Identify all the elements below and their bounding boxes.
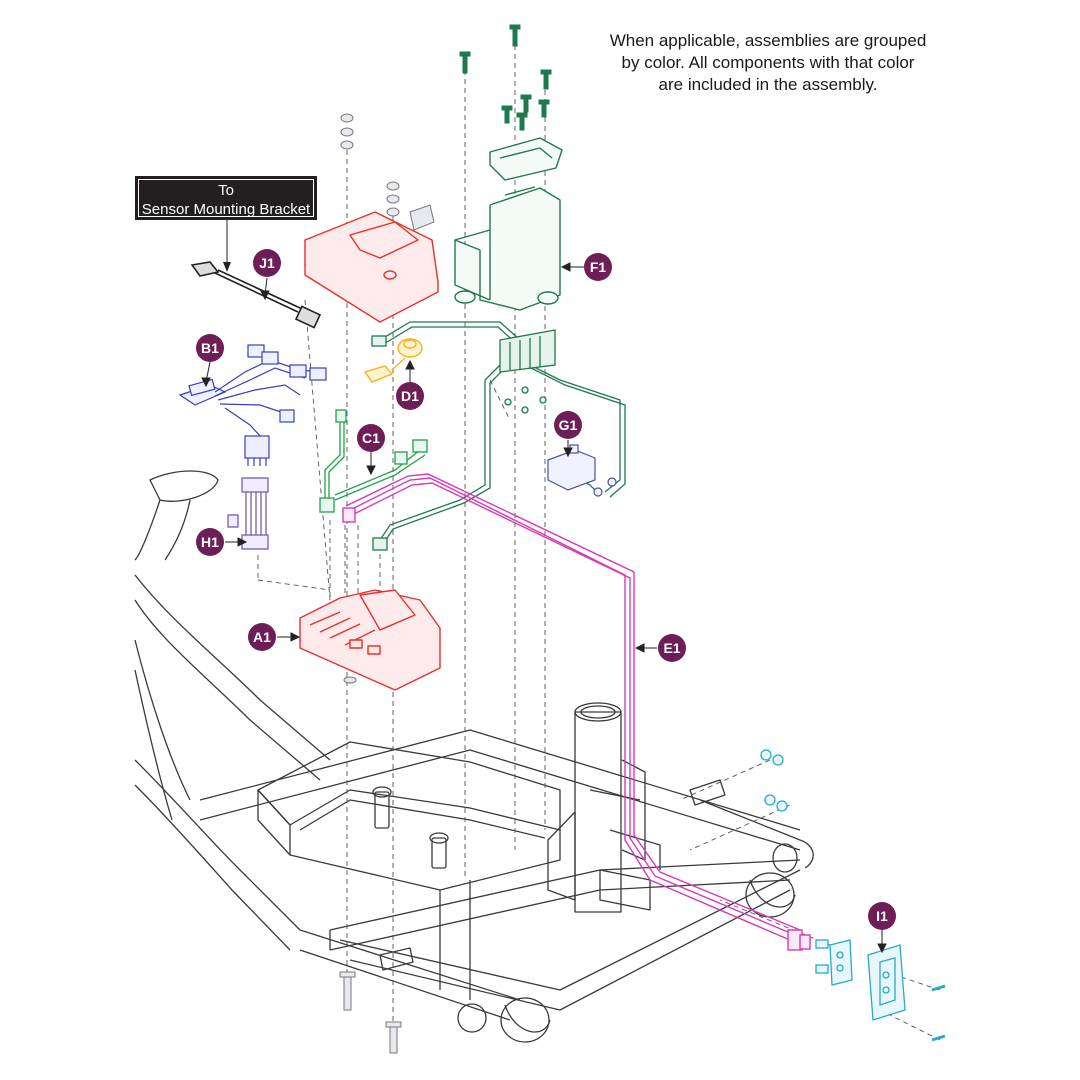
badge-h1: H1 — [196, 528, 224, 556]
badge-a1: A1 — [248, 623, 276, 651]
screws-f1 — [459, 24, 552, 131]
harness-c1 — [319, 409, 428, 513]
badge-e1: E1 — [658, 634, 686, 662]
badge-c1: C1 — [357, 424, 385, 452]
leader-lines — [201, 262, 887, 954]
badge-j1-label: J1 — [259, 255, 275, 271]
badge-c1-label: C1 — [362, 430, 380, 446]
upper-housing — [304, 211, 439, 323]
harness-h1 — [227, 477, 269, 550]
cover-f1 — [454, 137, 563, 311]
badge-b1-label: B1 — [201, 340, 219, 356]
badge-a1-label: A1 — [253, 629, 271, 645]
badge-g1: G1 — [554, 411, 582, 439]
badge-b1: B1 — [196, 334, 224, 362]
badge-i1-label: I1 — [876, 908, 888, 924]
badge-d1: D1 — [396, 382, 424, 410]
chassis-frame — [134, 470, 814, 1043]
callout-line-1: To — [218, 182, 234, 199]
fuse-d1 — [363, 338, 423, 383]
note-line-1: When applicable, assemblies are grouped — [609, 31, 927, 50]
color-grouping-note: When applicable, assemblies are grouped … — [588, 30, 948, 96]
harness-b1 — [178, 344, 327, 466]
bracket-i1 — [760, 749, 946, 1042]
badge-f1: F1 — [584, 253, 612, 281]
badge-j1: J1 — [253, 249, 281, 277]
harness-j1 — [190, 220, 322, 329]
badge-h1-label: H1 — [201, 534, 219, 550]
switch-g1 — [547, 444, 617, 497]
callout-line-2: Sensor Mounting Bracket — [141, 201, 311, 218]
badge-e1-label: E1 — [663, 640, 680, 656]
note-line-3: are included in the assembly. — [658, 75, 878, 94]
badge-g1-label: G1 — [559, 417, 578, 433]
badge-i1: I1 — [868, 902, 896, 930]
badge-d1-label: D1 — [401, 388, 419, 404]
badge-f1-label: F1 — [590, 259, 607, 275]
note-line-2: by color. All components with that color — [621, 53, 915, 72]
sensor-bracket-callout: To Sensor Mounting Bracket — [135, 176, 317, 220]
controller-a1 — [299, 589, 441, 691]
harness-e1 — [342, 473, 811, 951]
harness-g1 — [371, 321, 626, 551]
hardware — [339, 113, 435, 1054]
